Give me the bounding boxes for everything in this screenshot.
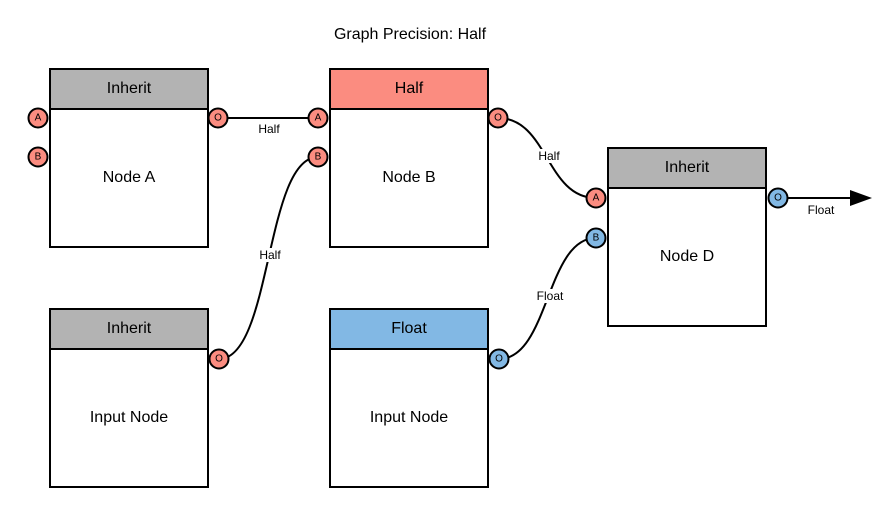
- edge-label-graph-output: Float: [805, 203, 837, 217]
- node-a-port-o-output: O: [207, 107, 229, 129]
- node-a-label: Node A: [102, 169, 156, 186]
- input-node-left: Inherit Input Node: [49, 308, 209, 488]
- input-node-left-port-o-output: O: [208, 348, 230, 370]
- edge-label-input-mid-to-d: Float: [534, 289, 566, 303]
- edge-label-input-left-to-b: Half: [257, 248, 283, 262]
- node-d-port-a-input: A: [585, 187, 607, 209]
- node-a-port-b-input: B: [27, 146, 49, 168]
- input-node-left-header: Inherit: [51, 310, 207, 350]
- node-d-header: Inherit: [609, 149, 765, 189]
- node-d-label: Node D: [659, 248, 715, 265]
- edge-label-b-to-d: Half: [536, 149, 562, 163]
- node-a-port-a-input: A: [27, 107, 49, 129]
- node-b-label: Node B: [382, 169, 436, 186]
- node-b-header: Half: [331, 70, 487, 110]
- input-node-middle: Float Input Node: [329, 308, 489, 488]
- node-a: Inherit Node A: [49, 68, 209, 248]
- node-b-port-b-input: B: [307, 146, 329, 168]
- edge-label-a-to-b: Half: [256, 122, 282, 136]
- node-b: Half Node B: [329, 68, 489, 248]
- node-d-port-b-input: B: [585, 227, 607, 249]
- input-node-middle-port-o-output: O: [488, 348, 510, 370]
- input-node-left-label: Input Node: [89, 409, 169, 426]
- output-arrowhead-icon: [850, 190, 872, 206]
- input-node-middle-label: Input Node: [369, 409, 449, 426]
- node-d-port-o-output: O: [767, 187, 789, 209]
- diagram-title: Graph Precision: Half: [333, 26, 487, 43]
- node-a-header: Inherit: [51, 70, 207, 110]
- node-b-port-a-input: A: [307, 107, 329, 129]
- node-b-port-o-output: O: [487, 107, 509, 129]
- input-node-middle-header: Float: [331, 310, 487, 350]
- node-d: Inherit Node D: [607, 147, 767, 327]
